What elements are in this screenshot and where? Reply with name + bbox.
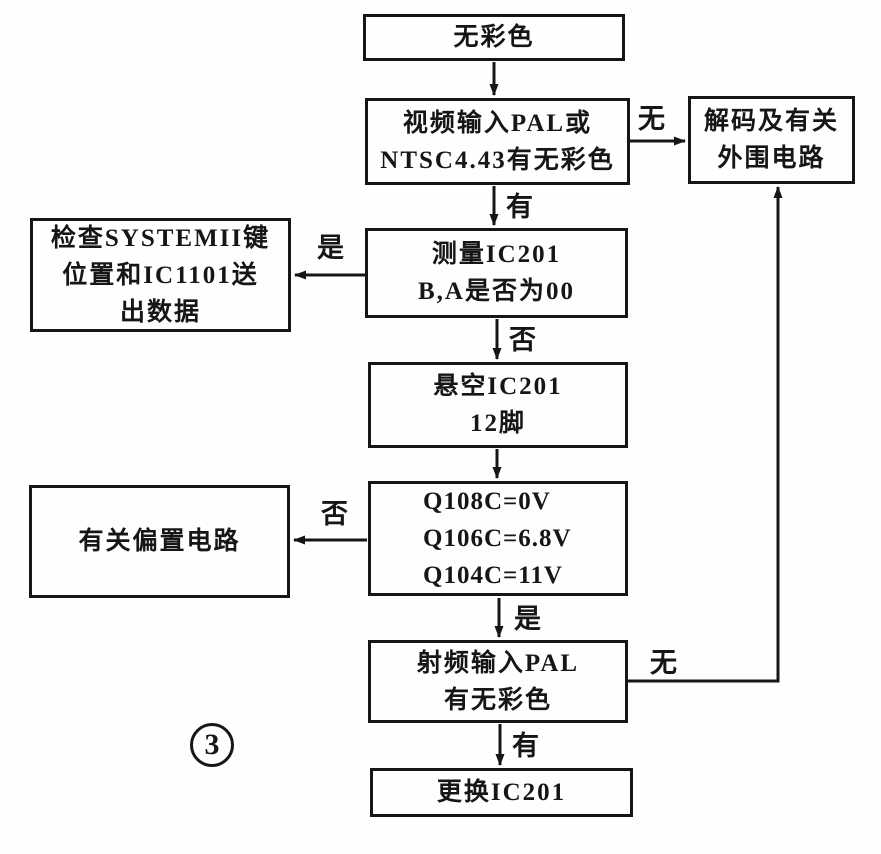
node-text: 测量IC201 xyxy=(431,241,562,268)
node-text: 检查SYSTEMII键 xyxy=(50,224,271,252)
node-text: 悬空IC201 xyxy=(433,373,563,400)
edge-label-voltage-yes: 是 xyxy=(514,604,541,634)
node-transistor-voltages: Q108C=0V Q106C=6.8V Q104C=11V xyxy=(368,481,628,596)
figure-number-badge: 3 xyxy=(190,723,234,767)
node-text: Q108C=0V xyxy=(423,488,551,515)
node-text: 12脚 xyxy=(469,410,526,437)
node-replace-ic201: 更换IC201 xyxy=(370,768,633,817)
node-text: 解码及有关 xyxy=(703,108,839,135)
node-text: 更换IC201 xyxy=(436,779,567,806)
node-no-color: 无彩色 xyxy=(363,14,625,61)
edge-label-voltage-no: 否 xyxy=(321,499,348,529)
edge-label-measure-yes: 是 xyxy=(317,233,344,263)
node-video-input: 视频输入PAL或 NTSC4.43有无彩色 xyxy=(365,98,630,185)
node-text: 视频输入PAL或 xyxy=(402,109,593,137)
node-rf-input: 射频输入PAL 有无彩色 xyxy=(368,640,628,723)
node-decoder-circuit: 解码及有关 外围电路 xyxy=(688,96,855,184)
node-text: 出数据 xyxy=(119,298,201,326)
node-text: B,A是否为00 xyxy=(418,278,575,305)
node-text: 有无彩色 xyxy=(443,686,552,714)
node-bias-circuit: 有关偏置电路 xyxy=(29,485,290,598)
figure-number: 3 xyxy=(204,728,220,761)
node-text: 无彩色 xyxy=(453,24,535,51)
node-measure-ic201: 测量IC201 B,A是否为00 xyxy=(365,228,628,318)
arrow-rf-to-decoder xyxy=(628,186,783,683)
node-text: 位置和IC1101送 xyxy=(62,261,259,289)
edge-label-rf-yes: 有 xyxy=(512,731,539,761)
edge-label-measure-no: 否 xyxy=(509,325,536,355)
node-text: 有关偏置电路 xyxy=(78,528,241,555)
node-text: Q104C=11V xyxy=(423,562,563,589)
node-text: 射频输入PAL xyxy=(416,649,580,677)
node-float-ic201-pin12: 悬空IC201 12脚 xyxy=(368,362,628,448)
node-text: Q106C=6.8V xyxy=(423,525,572,552)
node-check-system-key: 检查SYSTEMII键 位置和IC1101送 出数据 xyxy=(30,218,291,332)
node-text: 外围电路 xyxy=(717,145,826,172)
edge-label-video-yes: 有 xyxy=(506,192,533,222)
edge-label-video-no: 无 xyxy=(638,104,665,134)
edge-label-rf-no: 无 xyxy=(650,648,677,678)
node-text: NTSC4.43有无彩色 xyxy=(380,146,615,174)
